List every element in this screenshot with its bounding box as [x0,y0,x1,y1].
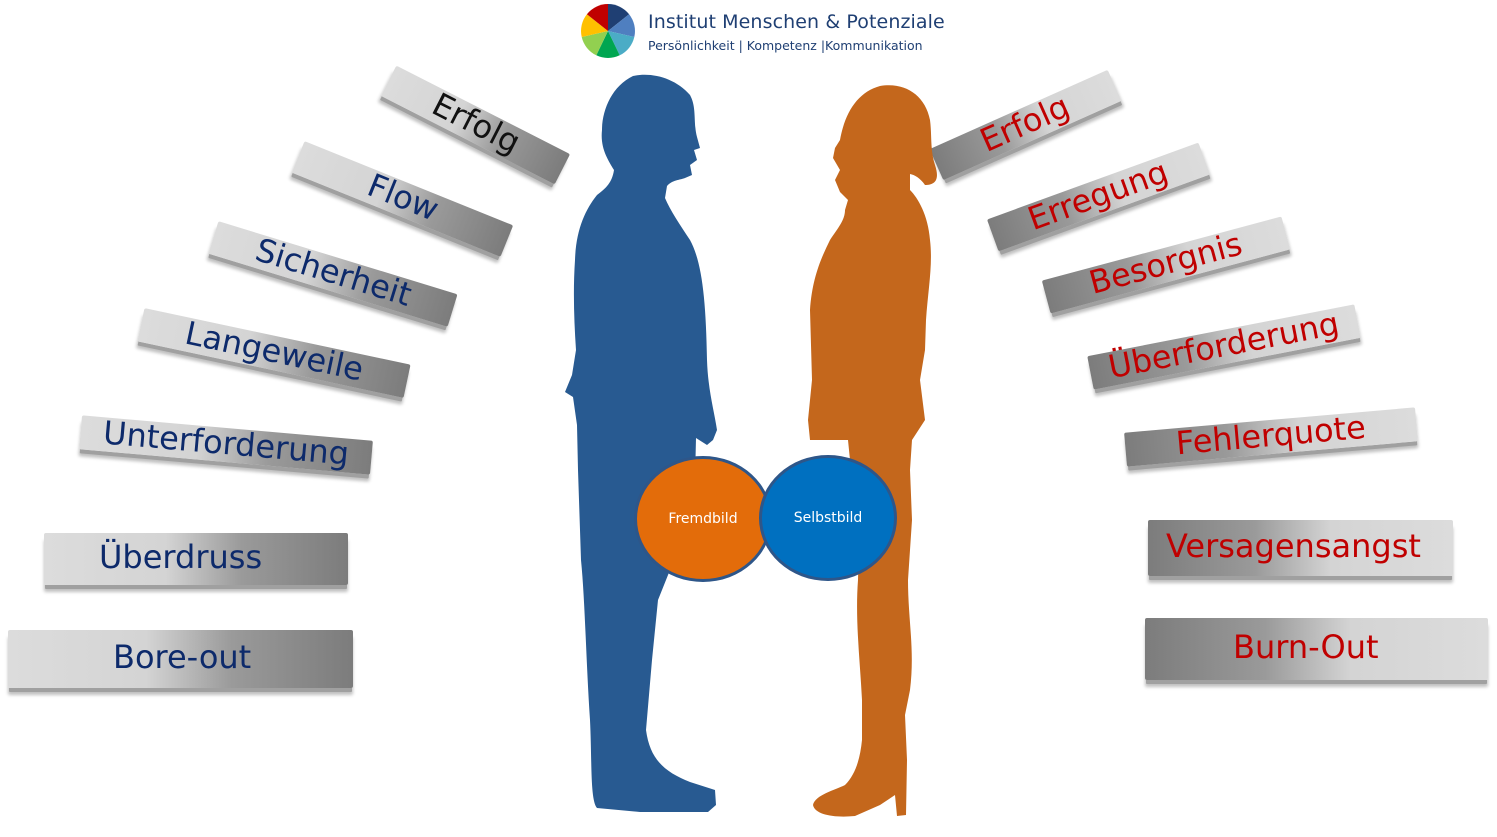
selbstbild-label: Selbstbild [793,510,863,526]
step-label: Überdruss [99,538,263,577]
step-label: Burn-Out [1233,628,1379,667]
pie-slice [608,4,630,31]
step-slab [1145,618,1488,680]
step-slab [1148,520,1453,576]
left-step-ueberdruss: Überdruss [44,533,348,585]
institute-logo: Institut Menschen & Potenziale Persönlic… [580,3,950,61]
step-label: Versagensangst [1166,527,1421,566]
pie-slice [596,31,620,58]
step-slab [8,630,353,688]
fremdbild-label: Fremdbild [668,511,738,527]
pie-slice [581,31,608,56]
right-step-versagensangst: Versagensangst [1148,520,1453,576]
woman-silhouette [808,85,937,817]
right-step-burn-out: Burn-Out [1145,618,1488,680]
man-silhouette [565,74,717,813]
step-label: Bore-out [113,638,252,677]
pie-logo-icon [581,4,635,58]
pie-slice [608,14,635,37]
logo-title: Institut Menschen & Potenziale [648,11,945,33]
logo-subtitle: Persönlichkeit | Kompetenz |Kommunikatio… [648,38,923,53]
step-slab [44,533,348,585]
left-step-bore-out: Bore-out [8,630,353,688]
pie-slice [608,31,635,56]
pie-slice [586,4,608,31]
fremdbild-circle: Fremdbild [634,456,772,582]
pie-slice [581,14,608,37]
selbstbild-circle: Selbstbild [759,455,897,581]
